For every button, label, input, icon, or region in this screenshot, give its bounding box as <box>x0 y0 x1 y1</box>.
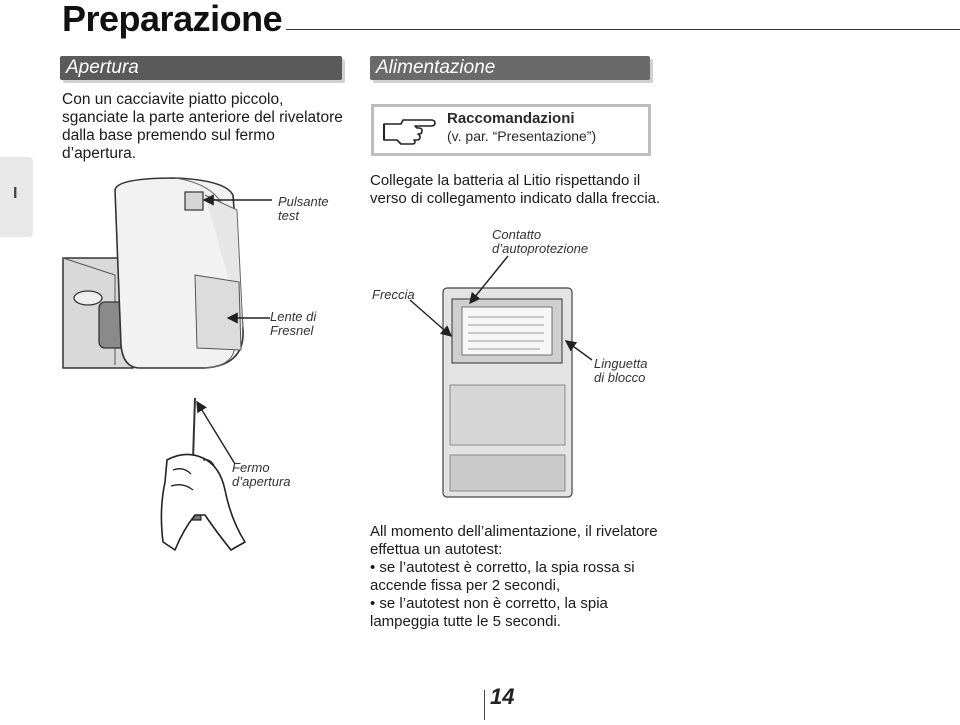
page-title: Preparazione <box>62 0 283 39</box>
recommend-title: Raccomandazioni <box>447 110 575 127</box>
page-number: 14 <box>490 684 515 709</box>
bullet-2-text: se l’autotest non è corretto, la spia la… <box>370 595 608 630</box>
autotest-bullet-1: • se l’autotest è corretto, la spia ross… <box>370 559 635 594</box>
bullet-1-text: se l’autotest è corretto, la spia rossa … <box>370 559 635 594</box>
apertura-text: Con un cacciavite piatto piccolo, sganci… <box>62 91 343 162</box>
label-fermo-apertura: Fermo d’apertura <box>232 460 291 489</box>
title-rule <box>286 29 960 30</box>
autotest-bullet-2: • se l’autotest non è corretto, la spia … <box>370 595 608 630</box>
page-number-rule <box>484 690 485 720</box>
label-linguetta: Linguetta di blocco <box>594 356 648 385</box>
label-lente-fresnel: Lente di Fresnel <box>270 309 317 338</box>
battery-instruction: Collegate la batteria al Litio rispettan… <box>370 172 661 207</box>
side-tab: I <box>0 157 33 237</box>
autotest-section: All momento dell’alimentazione, il rivel… <box>370 523 662 631</box>
detector-illustration <box>55 170 265 590</box>
label-pulsante-test: Pulsante test <box>278 194 329 223</box>
base-illustration <box>440 285 575 500</box>
pointing-hand-icon <box>381 114 439 146</box>
recommendation-box <box>371 104 651 156</box>
label-freccia: Freccia <box>372 287 415 302</box>
label-contatto: Contatto d’autoprotezione <box>492 227 589 256</box>
alimentazione-heading: Alimentazione <box>370 56 650 80</box>
autotest-intro: All momento dell’alimentazione, il rivel… <box>370 523 658 558</box>
recommend-reference: (v. par. “Presentazione”) <box>447 128 597 144</box>
apertura-heading: Apertura <box>60 56 342 80</box>
side-tab-label: I <box>13 185 18 202</box>
